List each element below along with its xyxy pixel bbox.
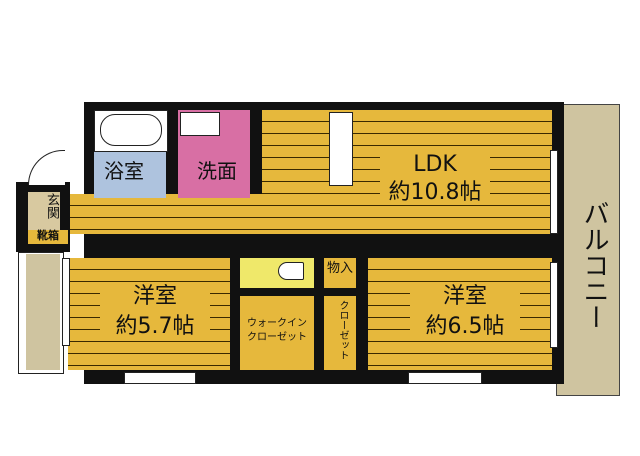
ldk-size: 約10.8帖	[380, 180, 490, 206]
bathroom	[94, 152, 166, 198]
kitchen-counter	[329, 112, 353, 186]
ldk-label: LDK	[380, 152, 490, 178]
balcony-label: バルコニー	[579, 200, 609, 330]
window-room2-right	[550, 262, 558, 348]
sink-icon	[180, 112, 220, 136]
western-room-1-label: 洋室	[100, 284, 210, 310]
washroom-label: 洗面	[197, 159, 237, 183]
western-room-1-size: 約5.7帖	[100, 314, 210, 340]
entrance	[28, 192, 60, 230]
western-room-2-floor	[368, 258, 552, 370]
closet-label: クローゼット	[337, 300, 348, 360]
walk-in-closet-line1: ウォークイン	[247, 318, 307, 329]
hallway-floor	[70, 194, 280, 234]
entrance-label: 玄関	[44, 193, 59, 219]
closet-floor	[324, 296, 356, 370]
toilet-icon	[278, 262, 304, 280]
bathtub-icon	[100, 114, 162, 146]
western-room-2-size: 約6.5帖	[410, 314, 520, 340]
shoe-box	[28, 230, 68, 244]
window-room1-bottom	[124, 372, 196, 384]
bathroom-label: 浴室	[104, 159, 144, 183]
storage-label: 物入	[326, 261, 353, 276]
storage-floor	[324, 258, 356, 288]
left-balcony	[26, 254, 60, 370]
entrance-door-icon	[28, 150, 65, 185]
window-room1-left	[62, 258, 70, 346]
western-room-2-label: 洋室	[410, 284, 520, 310]
window-ldk-right	[550, 150, 558, 234]
walk-in-closet-floor	[240, 296, 314, 370]
shoe-box-label: 靴箱	[37, 229, 59, 242]
window-room2-bottom	[408, 372, 482, 384]
walk-in-closet-line2: クローゼット	[247, 332, 307, 343]
